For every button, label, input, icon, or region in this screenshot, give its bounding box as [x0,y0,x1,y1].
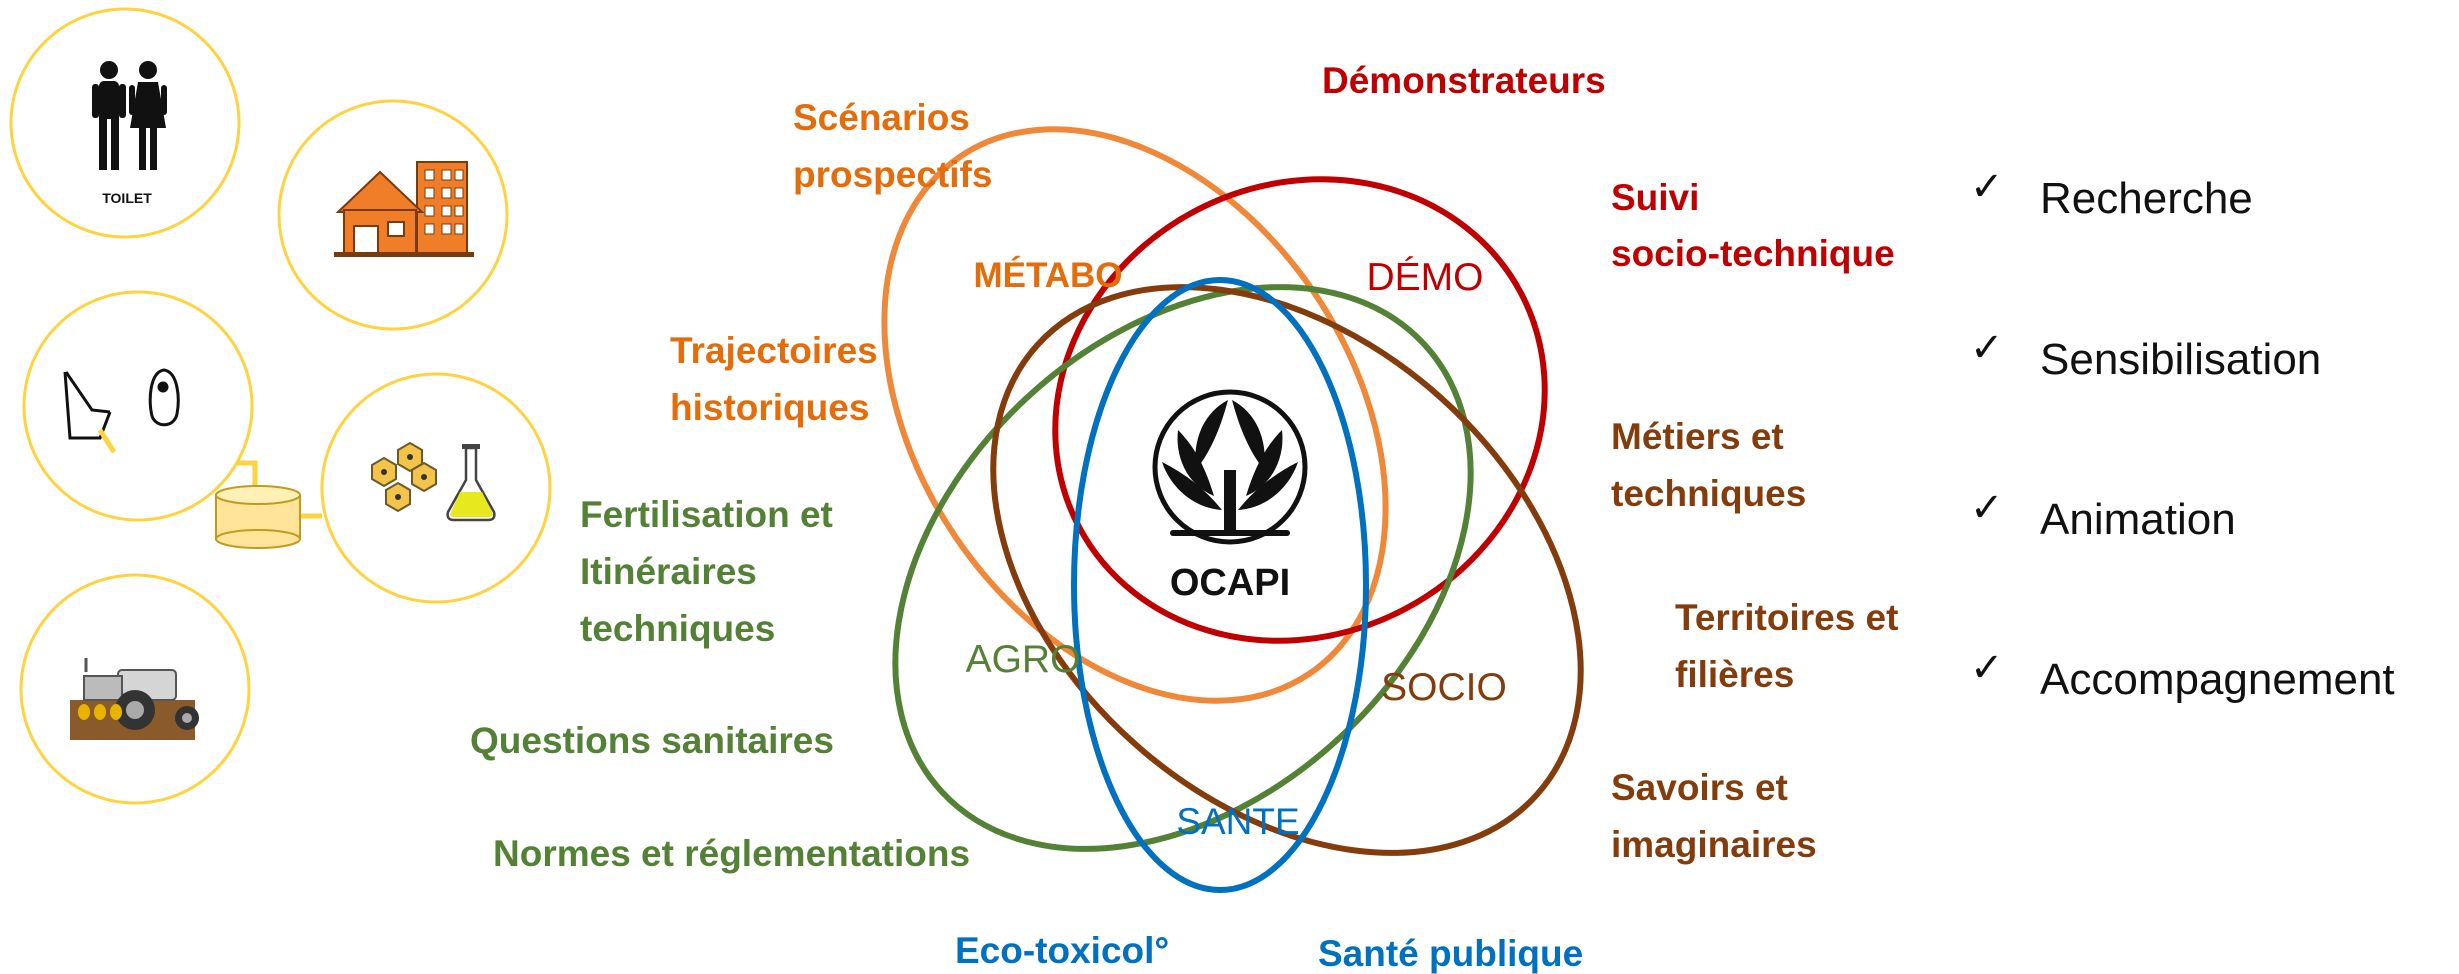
house-and-building-icon [334,161,474,257]
theme-territoires-line2: filières [1675,654,1794,695]
checkmark-icon: ✓ [1970,325,2004,371]
theme-fertilisation-line3: techniques [580,608,775,649]
activity-label: Animation [2040,495,2236,544]
theme-fertilisation-line2: Itinéraires [580,551,757,592]
activity-item: ✓ Animation [1970,485,2236,544]
theme-sante-publique: Santé publique [1318,933,1583,974]
theme-scenarios-line1: Scénarios [793,97,970,138]
toilet-label: TOILET [102,190,152,206]
theme-trajectoires-line1: Trajectoires [670,330,878,371]
theme-questions-sanitaires: Questions sanitaires [470,720,834,761]
venn-label-metabo: MÉTABO [973,255,1122,295]
venn-label-center: OCAPI [1170,562,1290,604]
activity-label: Accompagnement [2040,655,2395,704]
theme-ecotoxicol: Eco-toxicol° [955,930,1169,971]
theme-savoirs-line2: imaginaires [1611,824,1817,865]
ocapi-logo-icon [1152,389,1308,545]
chemistry-molecules-icon [371,441,496,522]
ellipse-socio [990,284,1584,856]
theme-normes: Normes et réglementations [493,833,970,874]
theme-metiers-line2: techniques [1611,473,1806,514]
venn-ellipses [881,126,1584,893]
icon-circles: TOILET [9,7,552,805]
tractor-fertilizer-icon [70,658,199,740]
theme-metiers-line1: Métiers et [1611,416,1784,457]
venn-labels: OCAPI MÉTABO DÉMO AGRO SOCIO SANTE [966,255,1507,842]
theme-suivi-line2: socio-technique [1611,233,1895,274]
ellipse-metabo [881,126,1389,704]
activities-list: ✓ Recherche ✓ Sensibilisation ✓ Animatio… [1970,164,2395,704]
theme-demonstrateurs: Démonstrateurs [1322,60,1606,101]
ellipse-sante [1071,277,1369,893]
activity-item: ✓ Recherche [1970,164,2253,223]
theme-fertilisation-line1: Fertilisation et [580,494,833,535]
storage-tank-icon [215,485,301,549]
checkmark-icon: ✓ [1970,164,2004,210]
theme-savoirs-line1: Savoirs et [1611,767,1788,808]
housing-circle [277,99,509,331]
processing-circle [320,372,552,604]
theme-territoires-line1: Territoires et [1675,597,1898,638]
venn-label-sante: SANTE [1176,801,1299,842]
activity-item: ✓ Accompagnement [1970,645,2395,704]
theme-trajectoires-line2: historiques [670,387,869,428]
ellipse-demo [1052,176,1548,644]
toilet-circle: TOILET [9,7,241,239]
toilet-signs-icon [92,61,167,170]
checkmark-icon: ✓ [1970,485,2004,531]
venn-label-agro: AGRO [966,638,1081,681]
activity-label: Sensibilisation [2040,335,2321,384]
checkmark-icon: ✓ [1970,645,2004,691]
theme-labels: Scénarios prospectifs Trajectoires histo… [470,60,1898,974]
venn-label-demo: DÉMO [1367,256,1484,299]
ellipse-agro [892,284,1474,852]
theme-suivi-line1: Suivi [1611,177,1699,218]
activity-label: Recherche [2040,174,2253,223]
agriculture-circle [19,573,251,805]
collection-circle [22,290,254,522]
urine-diversion-icon [63,368,180,440]
venn-label-socio: SOCIO [1381,666,1507,709]
activity-item: ✓ Sensibilisation [1970,325,2321,384]
theme-scenarios-line2: prospectifs [793,154,992,195]
